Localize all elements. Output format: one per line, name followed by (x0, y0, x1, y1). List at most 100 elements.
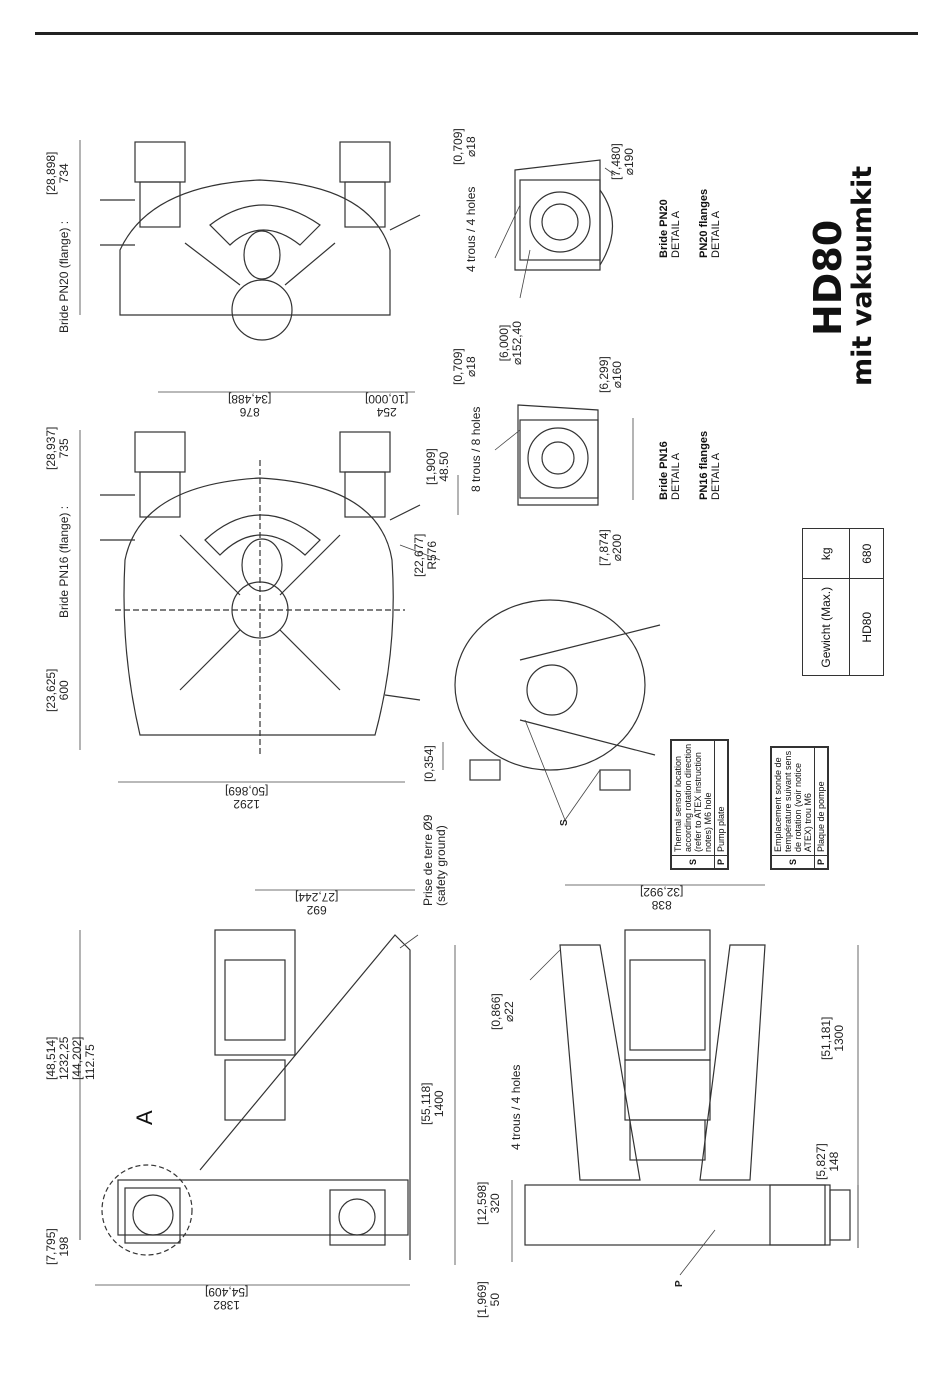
front-flange-dim: [28,937] 735 (44, 427, 71, 470)
weight-row-model: HD80 (849, 579, 884, 676)
ground-label: Prise de terre Ø9 (safety ground) (421, 815, 448, 906)
legend-fr-s-line-1: Emplacement sonde de (773, 757, 783, 852)
legend-en-s-line-1: Thermal sensor location (673, 755, 683, 852)
pn20-holes-text: 4 trous / 4 holes (464, 186, 478, 272)
pn16-holes-dim: [0,709] ⌀18 (451, 348, 478, 385)
end-width-mm: 838 (651, 898, 672, 912)
pn20-holes-label: 4 trous / 4 holes (464, 186, 478, 272)
end-foot-mm: 50 (488, 1292, 502, 1307)
front-flange-label: Bride PN16 (flange) : (57, 505, 71, 618)
legend-en-text-s: Thermal sensor location according rotati… (671, 740, 715, 856)
legend-en-key-p: P (714, 855, 728, 869)
marker-s: S (559, 819, 570, 826)
legend-fr-s-line-3: de rotation (voir notice (793, 762, 803, 852)
side-length-in: [54,409] (205, 1285, 249, 1299)
front-radius-dim: [22,677] R576 (412, 534, 439, 577)
side-base-dim: [7,795] 198 (44, 1228, 71, 1265)
front-spacing-in: [34,488] (228, 392, 272, 406)
weight-table: Gewicht (Max.) kg HD80 680 (802, 528, 884, 676)
side-h2-mm: 112.75 (83, 1044, 97, 1080)
marker-p: P (674, 1280, 685, 1287)
end-height-dim: [51,181] 1300 (819, 1017, 846, 1060)
pn16-outer-mm: ⌀200 (610, 534, 624, 562)
end-holes-text: 4 trous / 4 holes (509, 1064, 523, 1150)
end-width-dim: 838 [32,992] (640, 885, 683, 912)
pn16-holes-text: 8 trous / 8 holes (469, 406, 483, 492)
pn16-caption-en: PN16 flanges DETAIL A (698, 431, 722, 500)
front-offset-mm: 254 (376, 405, 397, 419)
product-title: HD80 (806, 219, 850, 336)
end-stub-mm: 148 (827, 1151, 841, 1172)
end-flange-mm: 320 (488, 1193, 502, 1214)
pn20-holes-dim: [0,709] ⌀18 (451, 128, 478, 165)
legend-en-s-line-3: (refer to ATEX instruction (693, 752, 703, 852)
legend-en-s-line-2: according rotation direction (683, 743, 693, 852)
side-length-mm: 1382 (213, 1298, 241, 1312)
weight-header-unit: kg (802, 528, 850, 579)
side-frame-mm: 1400 (432, 1090, 446, 1118)
pn16-holes-mm: ⌀18 (464, 356, 478, 377)
pn16-pcd-mm: ⌀160 (610, 361, 624, 389)
side-length-dim: 1382 [54,409] (205, 1285, 249, 1312)
top-flange-mm: 734 (57, 163, 71, 184)
legend-en-p-line-1: Pump plate (714, 740, 728, 856)
legend-en: S Thermal sensor location according rota… (670, 738, 729, 870)
end-holes-mm: ⌀22 (502, 1001, 516, 1022)
front-width-in: [50,869] (225, 784, 269, 798)
legend-fr-text-s: Emplacement sonde de température suivant… (771, 747, 815, 856)
product-subtitle: mit vakuumkit (847, 165, 878, 386)
pn20-pcd-mm: ⌀190 (622, 148, 636, 176)
legend-fr-s-line-2: température suivant sens (783, 750, 793, 852)
front-plate-in: [0,354] (422, 745, 436, 782)
top-flange-dim: [28,898] 734 (44, 152, 71, 195)
legend-fr-p-line-1: Plaque de pompe (814, 747, 828, 856)
front-offset-in: [10,000] (365, 392, 409, 406)
pn16-flange-detail (517, 404, 599, 506)
front-view-pump (100, 431, 421, 755)
front-height-dim: [23,625] 600 (44, 669, 71, 712)
end-height-mm: 1300 (832, 1024, 846, 1052)
pn20-caption-1: Bride PN20 (658, 199, 670, 258)
legend-en-table: S Thermal sensor location according rota… (671, 740, 728, 869)
front-foot-mm: 48.50 (437, 451, 451, 482)
front-width-dim: 1292 [50,869] (225, 784, 269, 811)
end-holes-dim: [0,866] ⌀22 (489, 993, 516, 1030)
pn20-caption-3: PN20 flanges (698, 188, 710, 258)
pn16-caption-2: DETAIL A (670, 452, 682, 500)
weight-row-value: 680 (849, 528, 884, 579)
legend-fr-table: S Emplacement sonde de température suiva… (771, 747, 828, 869)
header-rule (35, 32, 918, 35)
front-offset-dim: 254 [10,000] (365, 392, 409, 419)
front-flange-text: Bride PN16 (flange) : (57, 505, 71, 618)
end-view-pump (524, 929, 851, 1246)
legend-fr: S Emplacement sonde de température suiva… (770, 745, 829, 870)
pn16-pcd-dim: [6,299] ⌀160 (597, 356, 624, 393)
side-depth-mm: 692 (306, 903, 327, 917)
pn20-pcd-dim: [7,480] ⌀190 (609, 143, 636, 180)
pn20-caption-4: DETAIL A (710, 210, 722, 258)
side-height-dim: [48,514] 1232,25 [44,202] 112.75 (44, 1037, 97, 1080)
front-plate-dim: [0,354] (422, 745, 436, 782)
top-view-pump (100, 141, 421, 341)
side-view-pump (101, 929, 411, 1260)
legend-fr-key-s: S (771, 855, 815, 869)
detail-marker-a: A (132, 1110, 157, 1125)
pn20-bore-dim: [6,000] ⌀152,40 (497, 321, 524, 365)
pn16-caption-1: Bride PN16 (658, 441, 670, 500)
pn20-holes-mm: ⌀18 (464, 136, 478, 157)
end-foot-dim: [1,969] 50 (475, 1281, 502, 1318)
legend-fr-key-p: P (814, 855, 828, 869)
pn20-caption-en: PN20 flanges DETAIL A (698, 189, 722, 258)
ground-label-en: (safety ground) (434, 825, 448, 906)
pn20-caption: Bride PN20 DETAIL A (658, 199, 682, 258)
front-spacing-dim: 876 [34,488] (228, 392, 272, 419)
end-stub-dim: [5,827] 148 (814, 1143, 841, 1180)
pn20-bore-mm: ⌀152,40 (510, 321, 524, 365)
pn16-caption-3: PN16 flanges (698, 430, 710, 500)
side-frame-dim: [55,118] 1400 (419, 1083, 446, 1125)
legend-en-s-line-4: notes) M6 hole (703, 792, 713, 852)
front-foot-dim: [1,909] 48.50 (424, 448, 451, 485)
pn16-caption: Bride PN16 DETAIL A (658, 441, 682, 500)
pn20-flange-detail (514, 159, 614, 271)
